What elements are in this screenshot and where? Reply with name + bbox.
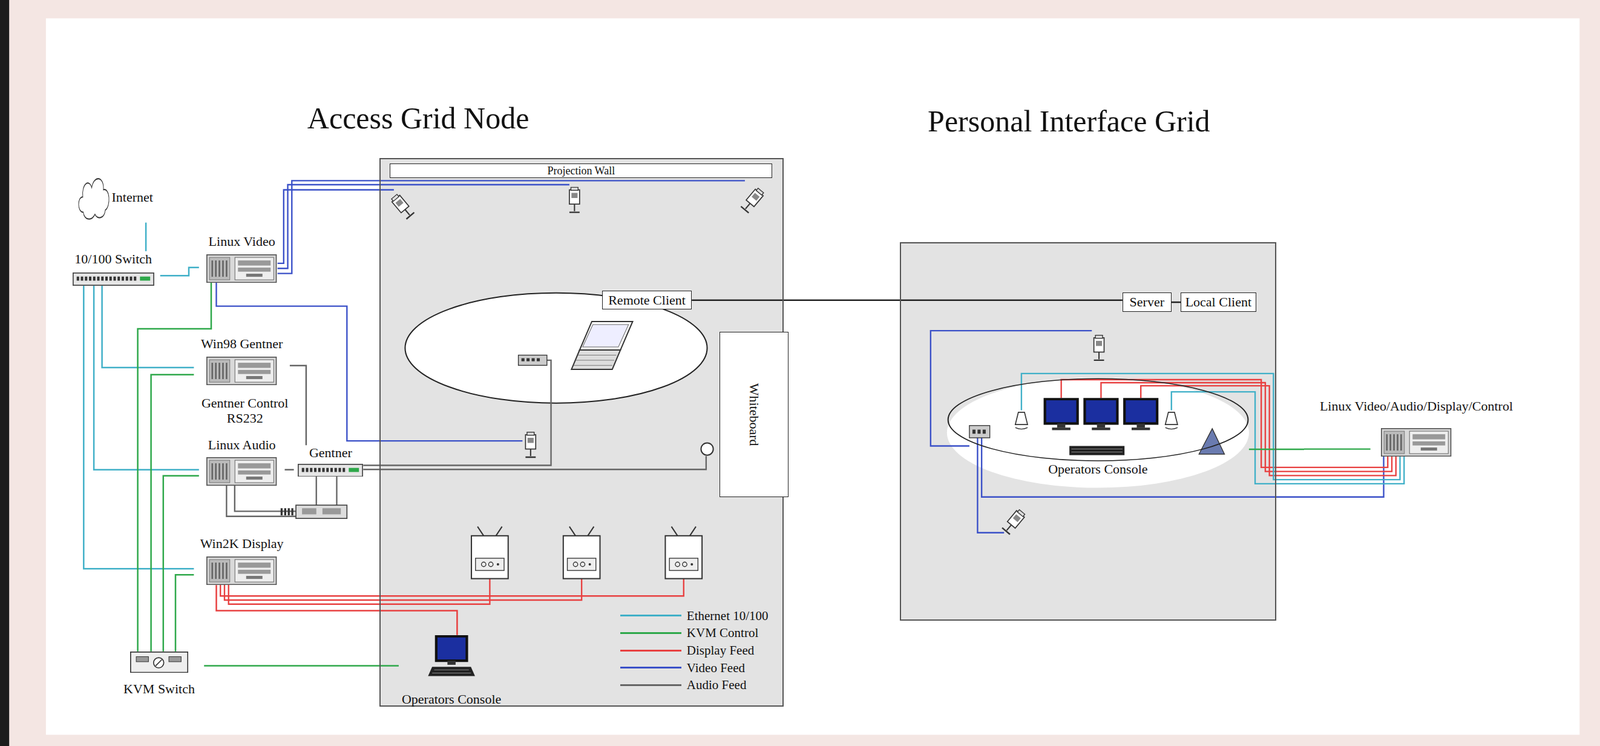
network-switch: 10/100 Switch	[66, 251, 161, 286]
room-region: Personal Interface GridServerLocal Clien…	[899, 242, 1277, 621]
node-label: Win2K Display	[200, 535, 284, 551]
console-ellipse: Operators Console	[947, 377, 1250, 488]
computer-icon	[1380, 427, 1452, 457]
internet-cloud: Internet	[76, 171, 153, 223]
cable-connector	[145, 222, 148, 252]
client-box: Local Client	[1180, 292, 1257, 312]
cable-connector	[160, 267, 200, 276]
legend-text: Display Feed	[686, 642, 755, 658]
cable-connector	[216, 584, 458, 635]
kvm-switch: KVM Switch	[114, 651, 204, 696]
cable-connector	[137, 282, 212, 652]
computer-icon	[206, 456, 277, 486]
node-label: Linux Video/Audio/Display/Control	[1319, 398, 1513, 414]
cable-connector	[175, 574, 194, 652]
legend-swatch	[620, 683, 682, 686]
node-label: Local Client	[1185, 294, 1252, 310]
whiteboard: Whiteboard	[719, 331, 789, 497]
computer: Win98 Gentner	[193, 335, 290, 385]
note-label: Gentner Control RS232	[191, 395, 298, 427]
rack-unit-icon	[297, 463, 364, 477]
computer: Linux Audio	[199, 436, 286, 486]
legend-text: Audio Feed	[686, 677, 747, 692]
operator-console: Operators Console	[398, 634, 505, 707]
cable-connector	[151, 374, 195, 652]
node-label: KVM Switch	[123, 680, 195, 696]
kvm-icon	[130, 651, 189, 673]
legend-swatch	[620, 666, 682, 669]
client-box: Remote Client	[602, 290, 692, 310]
console-icon	[426, 634, 477, 677]
node-label: Linux Video	[208, 233, 276, 249]
node-label: Server	[1129, 294, 1165, 310]
node-label: Win98 Gentner	[200, 335, 283, 351]
node-label: 10/100 Switch	[74, 251, 152, 267]
computer-icon	[206, 254, 277, 283]
computer-icon	[206, 556, 277, 585]
node-label: Internet	[111, 189, 154, 205]
node-label: Linux Audio	[208, 436, 276, 453]
node-label: Whiteboard	[746, 383, 762, 446]
legend-text: Video Feed	[686, 660, 745, 675]
legend-text: KVM Control	[686, 625, 759, 640]
cable-connector	[691, 299, 1123, 302]
node-label: Remote Client	[608, 292, 686, 308]
legend-swatch	[620, 614, 682, 617]
cable-connector	[289, 365, 307, 446]
cable-connector	[93, 285, 200, 470]
computer: Linux Video/Audio/Display/Control	[1304, 398, 1529, 457]
cable-connector	[285, 468, 295, 471]
projection-wall: Projection Wall	[389, 163, 773, 178]
cable-connector	[1171, 301, 1181, 304]
ellipse-outline	[947, 377, 1250, 462]
cloud-shape	[76, 171, 112, 223]
computer: Linux Video	[199, 233, 286, 283]
node-label: Projection Wall	[547, 165, 615, 177]
legend-swatch	[620, 631, 682, 634]
room-region: Access Grid NodeProjection WallRemote Cl…	[379, 157, 784, 707]
cable-connector	[163, 475, 200, 652]
audio-mixer: Gentner	[294, 444, 368, 477]
computer: Win2K Display	[193, 535, 290, 585]
region-title: Personal Interface Grid	[927, 104, 1210, 140]
computer-icon	[206, 356, 277, 385]
legend-text: Ethernet 10/100	[686, 608, 769, 623]
legend-swatch	[620, 649, 682, 652]
cable-connector	[102, 285, 195, 368]
server-box: Server	[1122, 292, 1172, 312]
node-label: Gentner	[309, 444, 353, 460]
cable-connector	[203, 664, 399, 667]
rack-unit-icon	[72, 272, 155, 286]
node-label: Operators Console	[1048, 461, 1148, 477]
region-title: Access Grid Node	[307, 101, 530, 137]
node-label: Operators Console	[401, 691, 502, 707]
